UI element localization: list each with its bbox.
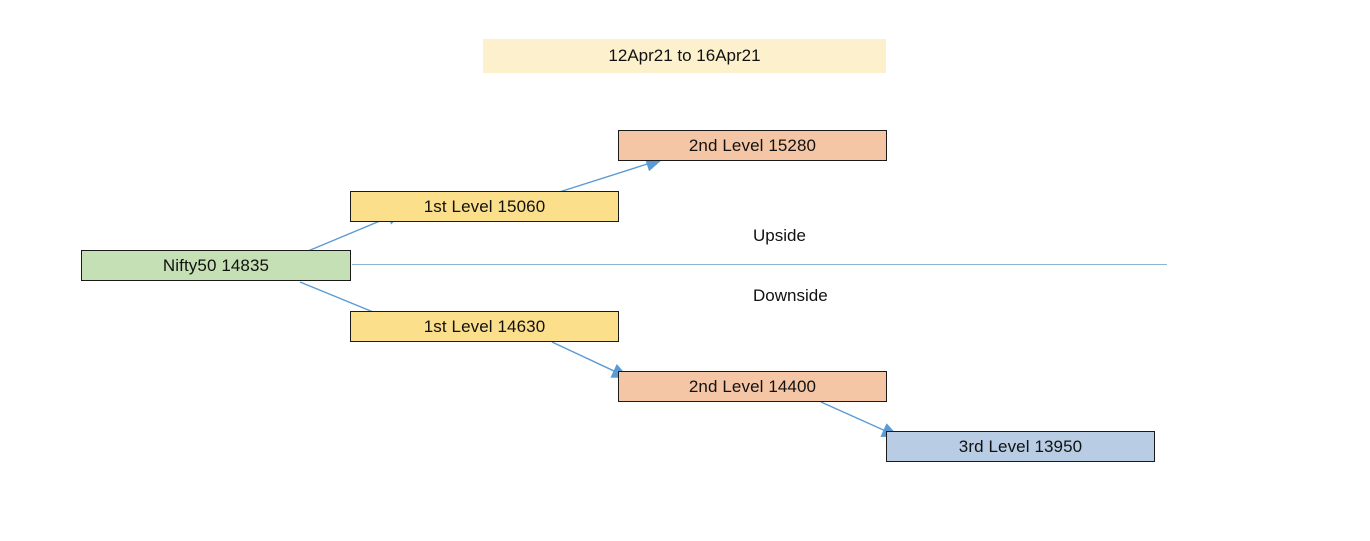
node-downside-2nd-level: 2nd Level 14400 — [618, 371, 887, 402]
arrow-shaft — [552, 162, 650, 195]
node-label: 2nd Level 14400 — [688, 376, 817, 396]
node-label: Nifty50 14835 — [162, 255, 270, 275]
node-label: 1st Level 14630 — [423, 316, 546, 336]
node-upside-2nd-level: 2nd Level 15280 — [618, 130, 887, 161]
node-label: 1st Level 15060 — [423, 196, 546, 216]
upside-label: Upside — [753, 226, 806, 245]
upside-downside-divider-line — [352, 264, 1167, 265]
node-upside-1st-level: 1st Level 15060 — [350, 191, 619, 222]
diagram-title-box: 12Apr21 to 16Apr21 — [483, 39, 886, 73]
arrow-shaft — [551, 341, 617, 373]
downside-label: Downside — [753, 286, 828, 305]
node-label: 3rd Level 13950 — [958, 436, 1083, 456]
arrow-shaft — [820, 401, 887, 432]
node-downside-1st-level: 1st Level 14630 — [350, 311, 619, 342]
node-nifty50: Nifty50 14835 — [81, 250, 351, 281]
node-label: 2nd Level 15280 — [688, 135, 817, 155]
diagram-title-text: 12Apr21 to 16Apr21 — [608, 46, 761, 65]
arrow-upside-1st-to-upside-2nd — [552, 157, 663, 195]
node-downside-3rd-level: 3rd Level 13950 — [886, 431, 1155, 462]
